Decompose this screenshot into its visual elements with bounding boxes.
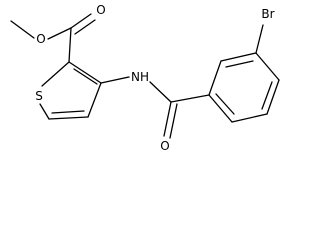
bond-n-carbonyl bbox=[149, 81, 172, 103]
atom-label-s-thiophene: S bbox=[35, 89, 43, 103]
bond-ester-carbonyl-2 bbox=[74, 19, 96, 35]
bond-b3-b4 bbox=[255, 52, 280, 81]
bond-c3-c4 bbox=[87, 82, 102, 118]
bond-b1-b2 bbox=[208, 60, 222, 96]
bond-ring-n bbox=[100, 76, 130, 84]
atom-label-o-methoxy: O bbox=[36, 32, 45, 46]
atom-label-br: Br bbox=[261, 7, 274, 21]
bond-amide-co-1 bbox=[163, 101, 172, 137]
bond-c5-s bbox=[39, 103, 50, 120]
bond-s-c2 bbox=[41, 61, 70, 87]
bond-b2-b3-inner bbox=[225, 60, 254, 68]
bond-c2-c3-inner bbox=[73, 68, 98, 85]
bond-ester-ring bbox=[68, 27, 72, 63]
bond-b6-b1 bbox=[208, 94, 233, 123]
molecule-diagram: O O S NH Br O bbox=[10, 3, 280, 153]
bond-amide-co-2 bbox=[169, 103, 178, 139]
atom-label-nh-amide: NH bbox=[131, 70, 149, 84]
bond-c4-c5 bbox=[48, 116, 89, 120]
bond-methyl-o bbox=[10, 20, 35, 39]
bond-b4-b5-inner bbox=[261, 81, 273, 110]
bond-ring-br bbox=[255, 24, 264, 54]
bond-b4-b5 bbox=[266, 79, 280, 115]
bond-ester-carbonyl-1 bbox=[70, 13, 92, 29]
bond-carbonyl-ring bbox=[170, 94, 210, 103]
bond-b2-b3 bbox=[220, 52, 257, 62]
bond-b5-b6 bbox=[231, 113, 268, 123]
atom-label-o-ester-carbonyl: O bbox=[96, 3, 105, 17]
bond-o-ester-carbon bbox=[47, 27, 72, 40]
bond-c2-c3 bbox=[68, 61, 102, 84]
atom-label-o-amide-carbonyl: O bbox=[160, 139, 169, 153]
bond-b6-b1-inner bbox=[215, 93, 235, 115]
bond-c4-c5-inner bbox=[51, 110, 85, 114]
